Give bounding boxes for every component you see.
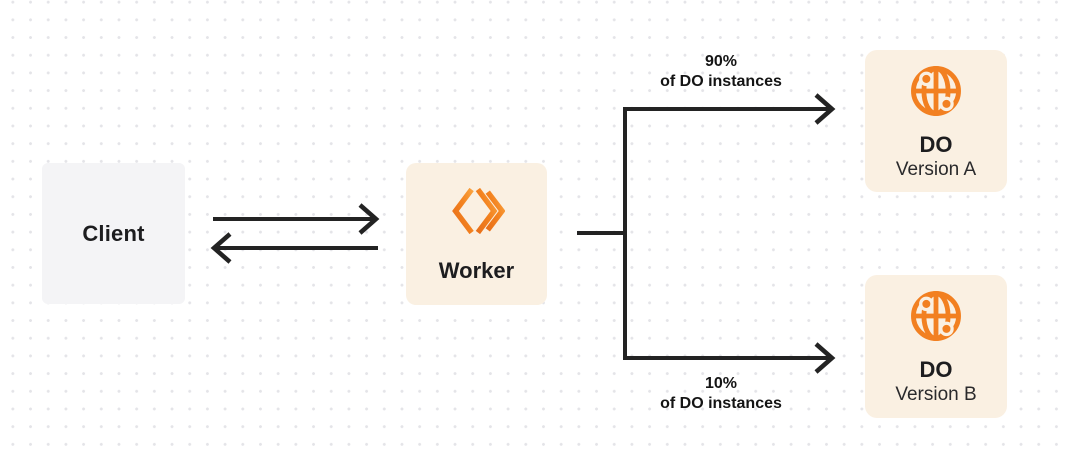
globe-icon — [907, 287, 965, 350]
do-a-subtitle: Version A — [895, 159, 977, 180]
bottom-branch-label: 10% of DO instances — [611, 374, 831, 414]
top-branch-percent: 90% — [704, 53, 738, 70]
client-node-label: Client — [82, 220, 145, 246]
do-version-a-node: DO Version A — [865, 50, 1007, 192]
do-b-subtitle: Version B — [895, 384, 977, 405]
client-node: Client — [42, 163, 185, 304]
bottom-branch-percent: 10% — [704, 375, 738, 392]
top-branch-caption: of DO instances — [660, 73, 782, 90]
do-b-title: DO — [919, 357, 953, 382]
worker-node: Worker — [406, 163, 547, 305]
arrowhead-right-icon — [814, 342, 836, 374]
top-branch-label: 90% of DO instances — [611, 52, 831, 92]
bottom-branch-caption: of DO instances — [660, 395, 782, 412]
workers-logo-icon — [449, 185, 505, 242]
arrowhead-right-icon — [358, 203, 380, 235]
globe-icon — [907, 62, 965, 125]
arrowhead-left-icon — [210, 232, 232, 264]
do-version-b-node: DO Version B — [865, 275, 1007, 418]
worker-node-label: Worker — [438, 258, 515, 283]
do-a-title: DO — [919, 132, 953, 157]
arrowhead-right-icon — [814, 93, 836, 125]
